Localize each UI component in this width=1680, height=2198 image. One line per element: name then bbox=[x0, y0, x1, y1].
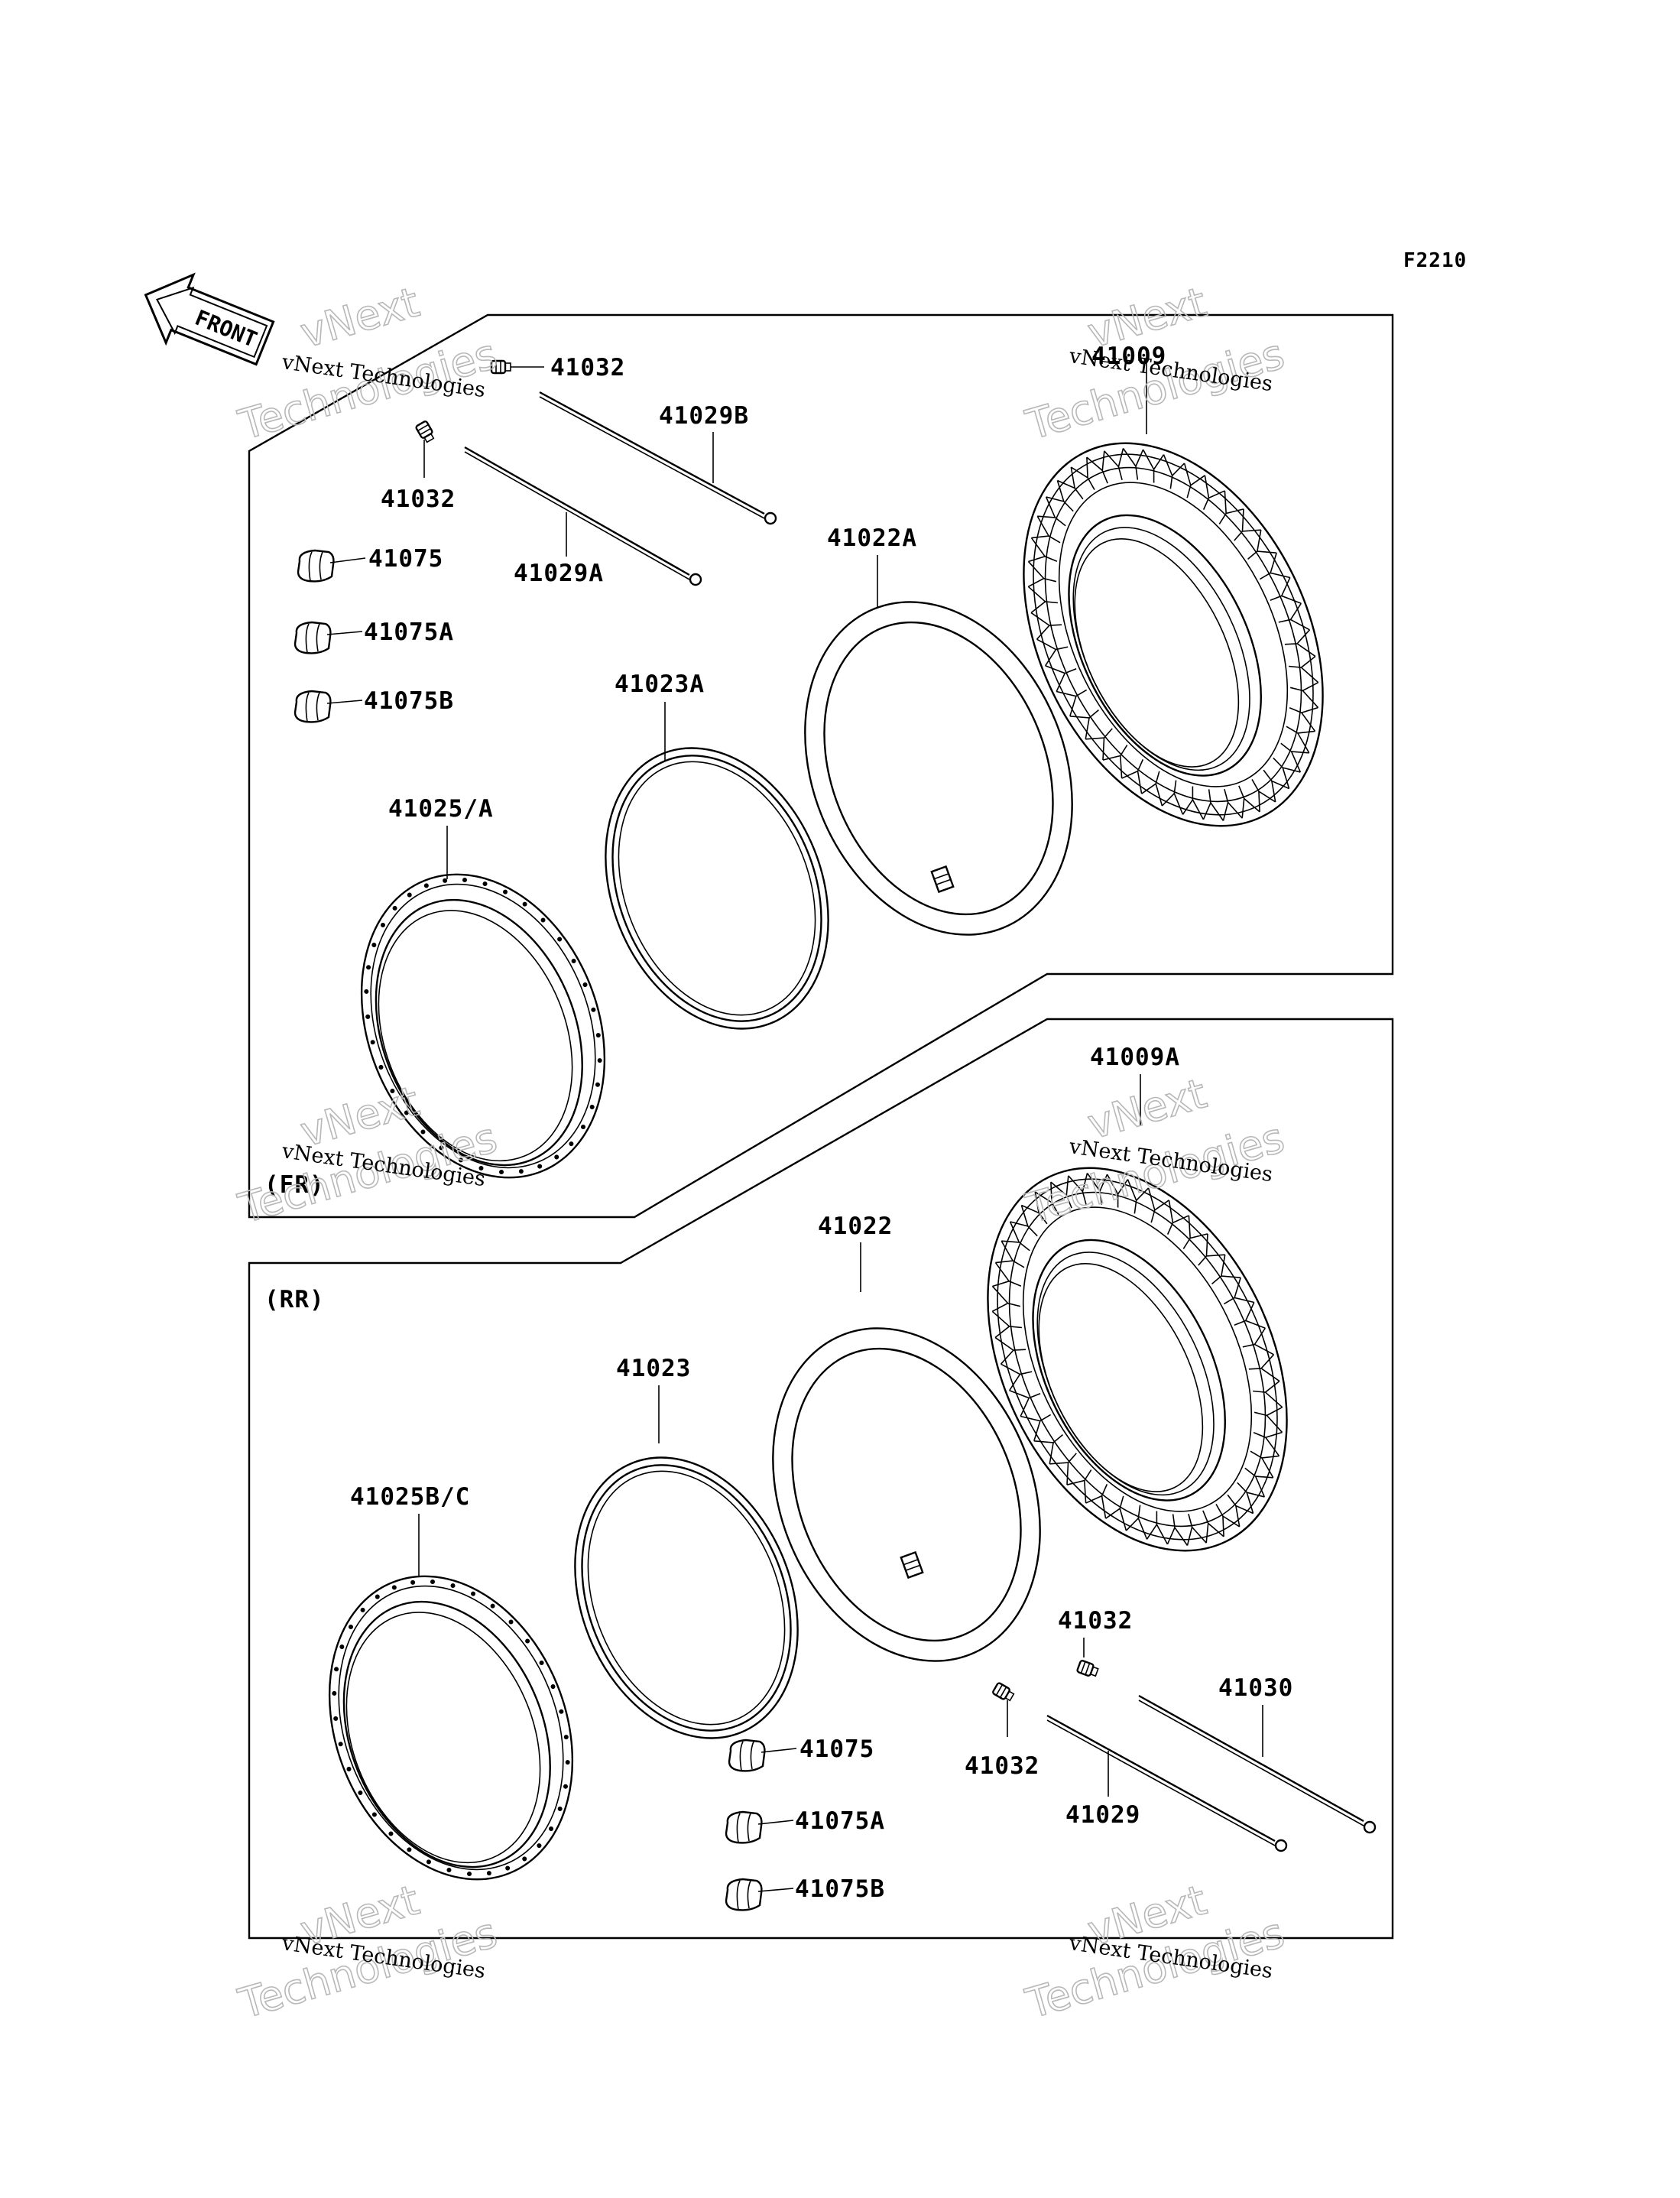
part-label-41075b-rear: 41075B bbox=[795, 1875, 885, 1903]
front-section-frame bbox=[248, 313, 1394, 1219]
part-label-41022a: 41022A bbox=[827, 524, 917, 552]
watermark-top-left: vNext Technologies vNext Technologies bbox=[232, 278, 502, 450]
part-label-41032-rear-lower: 41032 bbox=[965, 1752, 1039, 1780]
part-label-41075-rear: 41075 bbox=[799, 1735, 874, 1763]
front-rim-band bbox=[564, 713, 870, 1063]
front-clip-41075a bbox=[294, 621, 332, 654]
svg-text:vNext: vNext bbox=[295, 278, 424, 357]
watermark-bottom-right: vNext Technologies vNext Technologies bbox=[1020, 1875, 1289, 2029]
part-label-41023: 41023 bbox=[616, 1355, 691, 1382]
front-rim bbox=[316, 836, 650, 1216]
front-section-label: (FR) bbox=[264, 1171, 325, 1199]
part-label-41030: 41030 bbox=[1218, 1674, 1293, 1702]
part-label-41032-rear-upper: 41032 bbox=[1058, 1607, 1133, 1635]
part-label-41022: 41022 bbox=[818, 1213, 893, 1240]
rear-inner-tube bbox=[724, 1287, 1089, 1703]
front-clip-41075 bbox=[297, 549, 335, 583]
front-clip-41075b bbox=[294, 690, 332, 723]
part-label-41025bc: 41025B/C bbox=[350, 1483, 470, 1511]
part-label-41032-front-lower: 41032 bbox=[381, 485, 456, 513]
front-spoke-41029b bbox=[539, 391, 777, 525]
part-label-41009: 41009 bbox=[1091, 343, 1166, 370]
rear-section-label: (RR) bbox=[264, 1286, 325, 1313]
figure-code: F2210 bbox=[1403, 249, 1467, 272]
rear-nipple-upper bbox=[1075, 1659, 1100, 1680]
watermark-top-right: vNext Technologies vNext Technologies bbox=[1020, 278, 1289, 450]
rear-clip-41075b bbox=[725, 1878, 763, 1911]
part-label-41075a-rear: 41075A bbox=[795, 1807, 885, 1835]
rear-spoke-41030 bbox=[1138, 1694, 1377, 1834]
part-label-41075b-front: 41075B bbox=[364, 687, 454, 715]
watermark-bottom-left: vNext Technologies vNext Technologies bbox=[232, 1875, 502, 2029]
watermark-mid-left: vNext Technologies vNext Technologies bbox=[232, 1076, 502, 1234]
front-arrow-icon: FRONT bbox=[144, 272, 275, 366]
rear-clip-41075a bbox=[725, 1810, 763, 1844]
rear-spoke-41029 bbox=[1046, 1714, 1288, 1852]
part-label-41075a-front: 41075A bbox=[364, 618, 454, 646]
part-label-41009a: 41009A bbox=[1090, 1044, 1180, 1071]
rear-nipple-lower bbox=[991, 1681, 1017, 1704]
part-label-41075-front: 41075 bbox=[368, 545, 443, 573]
rear-rim bbox=[284, 1538, 618, 1917]
rear-section-frame bbox=[248, 1018, 1394, 1940]
front-inner-tube bbox=[756, 560, 1121, 976]
rear-clip-41075 bbox=[728, 1739, 766, 1772]
part-label-41029b: 41029B bbox=[659, 402, 749, 430]
part-label-41032-front-upper: 41032 bbox=[550, 354, 625, 381]
front-tube-valve bbox=[930, 865, 955, 894]
watermark-mid-right: vNext Technologies vNext Technologies bbox=[1020, 1069, 1289, 1234]
part-label-41023a: 41023A bbox=[615, 670, 705, 698]
part-label-41025a: 41025/A bbox=[388, 795, 494, 823]
part-label-41029a: 41029A bbox=[514, 560, 604, 587]
front-tire bbox=[963, 392, 1383, 877]
rear-tube-valve bbox=[900, 1550, 924, 1580]
part-label-41029: 41029 bbox=[1065, 1801, 1140, 1829]
front-nipple-lower bbox=[414, 420, 437, 445]
front-spoke-41029a bbox=[464, 446, 702, 586]
